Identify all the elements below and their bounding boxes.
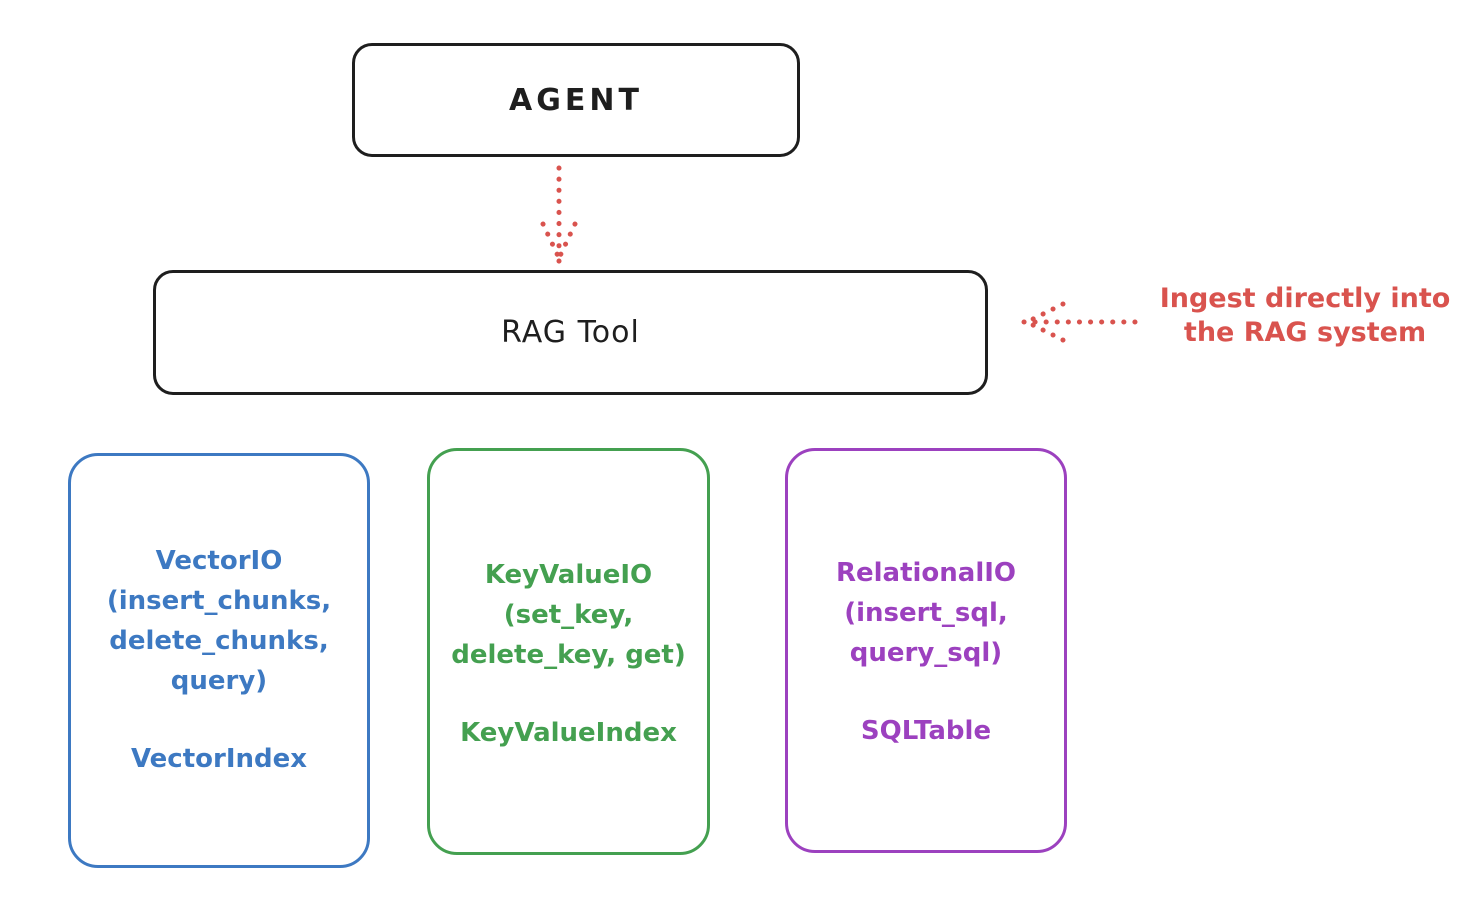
rag-tool-node-label: RAG Tool <box>501 315 640 350</box>
ingest-annotation: Ingest directly into the RAG system <box>1140 282 1470 350</box>
relational-io-node: RelationalIO (insert_sql, query_sql) SQL… <box>785 448 1067 853</box>
ingest-annotation-line1: Ingest directly into <box>1159 283 1451 314</box>
agent-node: AGENT <box>352 43 800 157</box>
vector-io-node: VectorIO (insert_chunks, delete_chunks, … <box>68 453 370 868</box>
vector-index-label: VectorIndex <box>130 744 308 774</box>
agent-to-rag-arrow <box>540 165 578 264</box>
ingest-annotation-line2: the RAG system <box>1183 317 1427 348</box>
keyvalue-io-args-line2: delete_key, get) <box>451 640 686 670</box>
vector-io-args-line1: (insert_chunks, <box>106 586 332 616</box>
keyvalue-index-label: KeyValueIndex <box>460 718 677 748</box>
ingest-annotation-arrow <box>1021 301 1138 343</box>
rag-tool-node: RAG Tool <box>153 270 988 395</box>
vector-io-title: VectorIO <box>155 546 283 576</box>
vector-io-args-line2: delete_chunks, <box>109 626 329 656</box>
vector-io-args-line3: query) <box>170 666 268 696</box>
relational-io-args-line1: (insert_sql, <box>844 598 1008 628</box>
keyvalue-io-title: KeyValueIO <box>484 560 653 590</box>
keyvalue-io-args-line1: (set_key, <box>503 600 634 630</box>
relational-io-title: RelationalIO <box>835 558 1017 588</box>
sql-table-label: SQLTable <box>860 716 992 746</box>
keyvalue-io-node: KeyValueIO (set_key, delete_key, get) Ke… <box>427 448 710 855</box>
agent-node-label: AGENT <box>509 82 643 118</box>
relational-io-args-line2: query_sql) <box>849 638 1003 668</box>
